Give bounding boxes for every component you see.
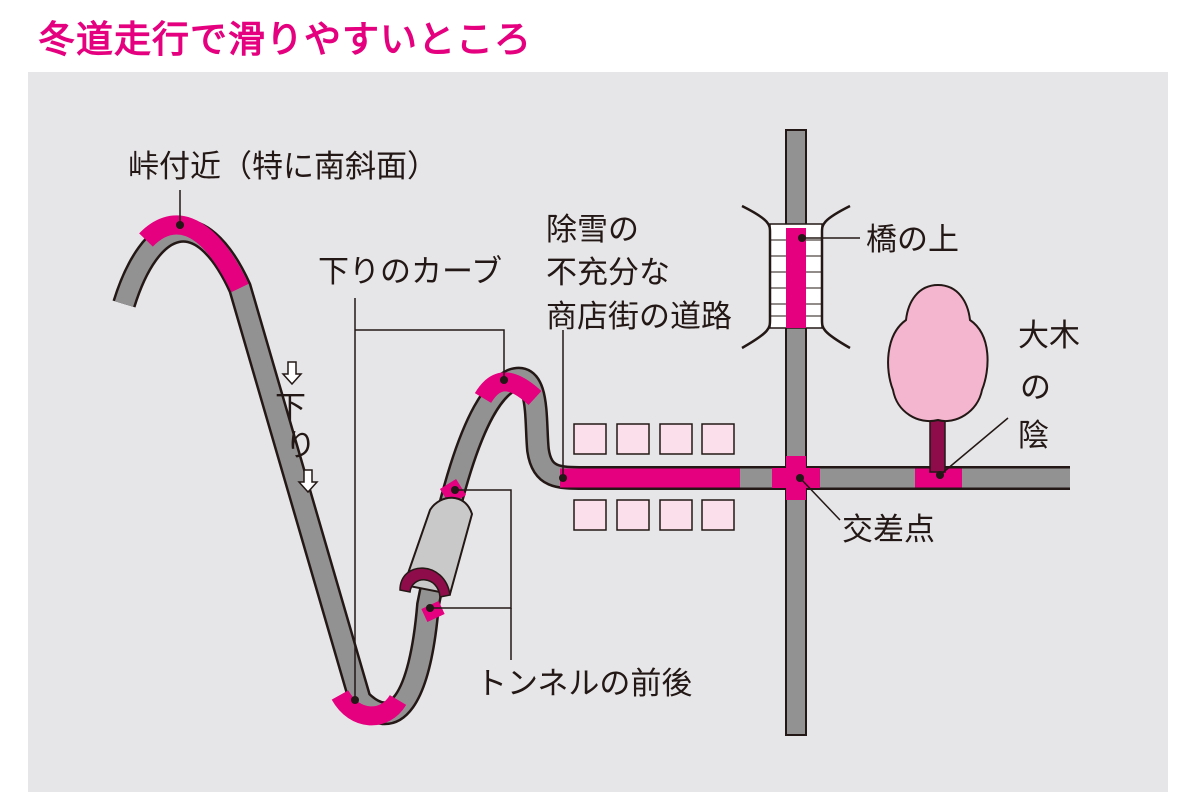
label-tunnel: トンネルの前後	[476, 666, 692, 702]
downhill-arrows	[281, 361, 319, 494]
down-arrow-icon	[281, 361, 303, 386]
label-downhill-2: り	[285, 428, 316, 464]
label-downhill-1: 下	[275, 390, 306, 426]
pass-hazard	[139, 215, 249, 293]
leader-lines	[179, 190, 1009, 700]
label-snow-3: 商店街の道路	[546, 299, 732, 335]
down-arrow-icon	[297, 469, 319, 494]
label-snow-2: 不充分な	[546, 255, 670, 291]
big-tree	[887, 283, 989, 473]
label-tree-1: 大木	[1018, 318, 1080, 354]
tunnel	[399, 496, 474, 598]
label-intersection: 交差点	[842, 512, 935, 548]
label-downhill-curve: 下りのカーブ	[318, 254, 502, 290]
label-pass: 峠付近（特に南斜面）	[128, 149, 438, 185]
label-tree-3: 陰	[1018, 418, 1049, 454]
label-bridge: 橋の上	[866, 222, 959, 258]
bottom-curve-hazard	[331, 689, 407, 726]
bridge-hazard-zone	[786, 228, 806, 328]
vertical-road	[785, 129, 807, 736]
label-snow-1: 除雪の	[546, 212, 639, 248]
label-tree-2: の	[1020, 370, 1051, 406]
bridge	[741, 204, 851, 350]
leader-dots	[176, 221, 944, 704]
page-title: 冬道走行で滑りやすいところ	[38, 18, 532, 61]
shops	[573, 423, 735, 531]
